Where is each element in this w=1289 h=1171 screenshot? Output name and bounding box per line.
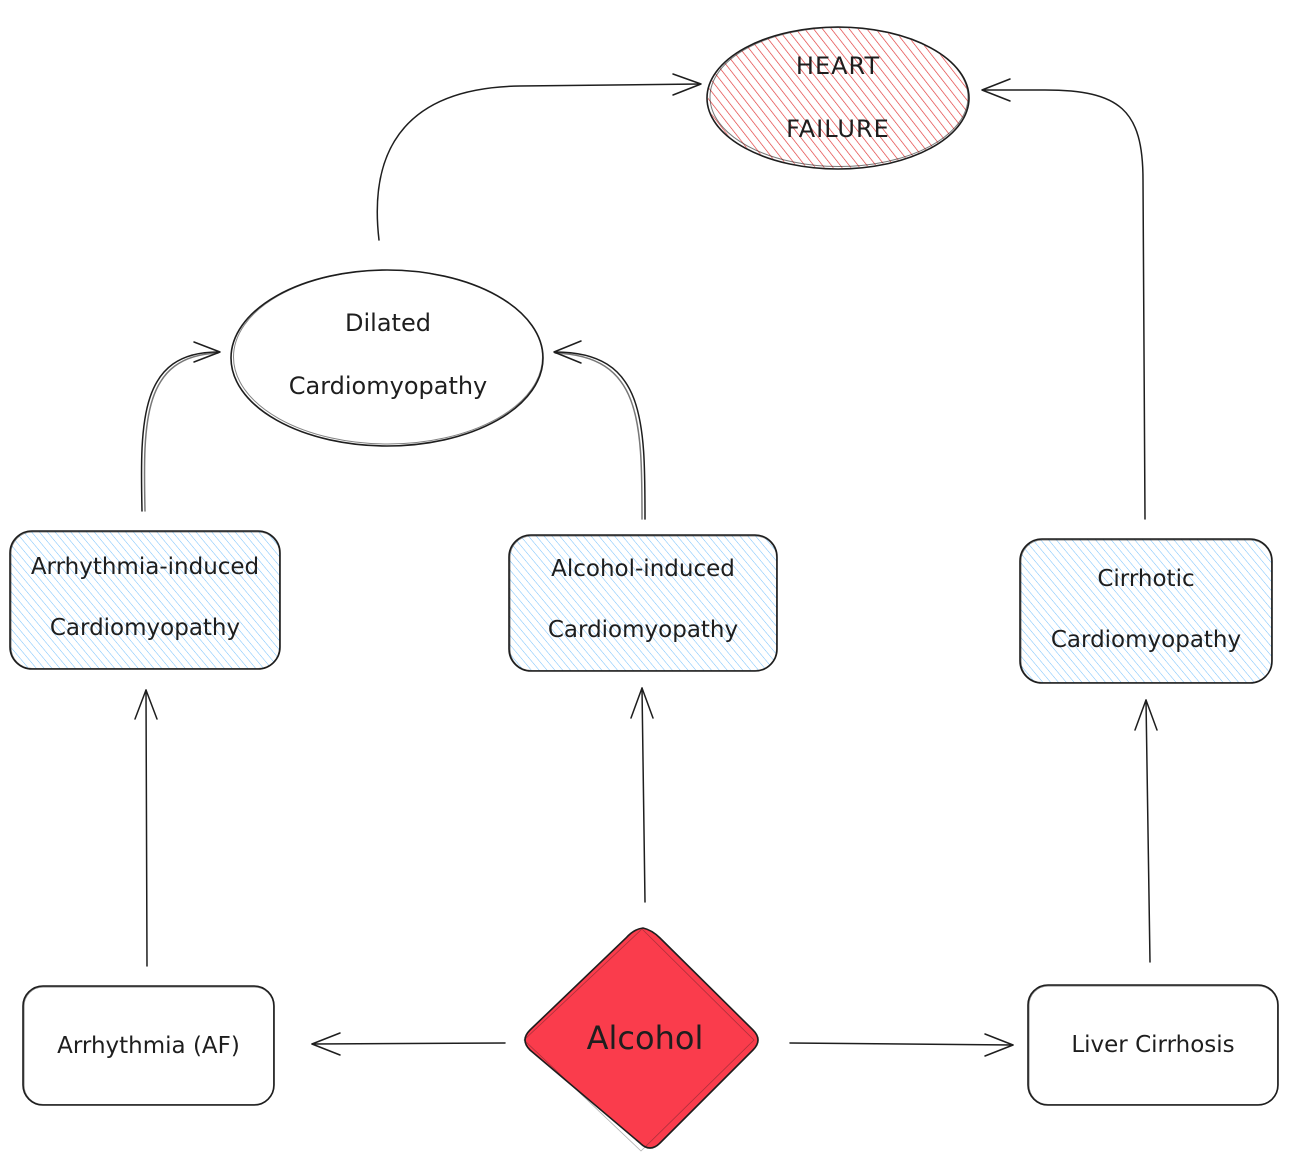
dilated-line2: Cardiomyopathy — [288, 371, 488, 400]
edge-dilated-to-heart-failure[interactable] — [376, 73, 702, 241]
arrhythmia-induced-hatch-fill — [10, 531, 280, 669]
edge-line — [311, 1042, 506, 1045]
arrhythmia-af-label: Arrhythmia (AF) — [57, 1032, 240, 1059]
edge-line-sketch — [554, 352, 643, 520]
edge-line — [140, 351, 219, 512]
edge-line — [789, 1042, 1014, 1046]
heart-failure-line2: FAILURE — [786, 114, 890, 143]
edge-liver-cirrhosis-to-cirrhotic[interactable] — [1134, 699, 1158, 963]
heart-failure-line1: HEART — [795, 51, 881, 80]
arrowhead-icon — [630, 687, 654, 719]
alcohol-induced-line2: Cardiomyopathy — [547, 617, 739, 644]
arrowhead-icon — [984, 1033, 1014, 1057]
edge-alcohol-to-arrhythmia-af[interactable] — [311, 1032, 506, 1056]
cirrhotic-line1: Cirrhotic — [1097, 566, 1195, 593]
arrhythmia-induced-node[interactable] — [9, 530, 281, 670]
alcohol-diamond-sketch — [523, 928, 755, 1152]
arrowhead-icon — [981, 78, 1011, 102]
liver-cirrhosis-label: Liver Cirrhosis — [1071, 1031, 1235, 1058]
edge-line — [641, 687, 646, 903]
arrhythmia-af-node[interactable] — [22, 985, 275, 1106]
edge-line — [982, 89, 1146, 520]
edge-alcohol-induced-to-dilated[interactable] — [553, 340, 646, 520]
edge-line — [1145, 699, 1151, 963]
alcohol-induced-outline-sketch — [509, 535, 777, 671]
cirrhotic-outline-sketch — [1020, 539, 1272, 683]
dilated-cardiomyopathy-node[interactable] — [230, 269, 544, 447]
cirrhotic-line2: Cardiomyopathy — [1050, 627, 1242, 654]
arrhythmia-induced-line2: Cardiomyopathy — [49, 615, 241, 642]
cirrhotic-node[interactable] — [1019, 538, 1273, 684]
alcohol-node[interactable] — [523, 927, 759, 1152]
cirrhotic-label: Cirrhotic Cardiomyopathy — [1022, 560, 1270, 660]
arrowhead-icon — [1134, 699, 1158, 731]
alcohol-induced-hatch-fill — [509, 535, 777, 671]
arrowhead-icon — [672, 73, 702, 96]
arrhythmia-af-outline-sketch — [23, 986, 274, 1105]
edge-arrhythmia-induced-to-dilated[interactable] — [140, 341, 221, 512]
alcohol-induced-label: Alcohol-induced Cardiomyopathy — [511, 550, 775, 650]
edge-line — [376, 83, 701, 241]
liver-cirrhosis-node[interactable] — [1027, 984, 1279, 1106]
alcohol-diamond-shape — [524, 927, 759, 1149]
arrowhead-icon — [134, 689, 158, 720]
heart-failure-hatch-fill — [708, 28, 968, 168]
dilated-cardiomyopathy-label: Dilated Cardiomyopathy — [240, 305, 536, 405]
arrowhead-icon — [553, 340, 582, 364]
heart-failure-outline-sketch — [709, 27, 969, 167]
arrhythmia-induced-line1: Arrhythmia-induced — [30, 554, 260, 581]
edge-cirrhotic-to-heart-failure[interactable] — [981, 78, 1146, 520]
alcohol-induced-node[interactable] — [508, 534, 778, 672]
edge-line-sketch — [143, 352, 219, 512]
alcohol-label: Alcohol — [586, 1018, 704, 1057]
liver-cirrhosis-outline-sketch — [1028, 985, 1278, 1105]
heart-failure-label: HEART FAILURE — [718, 48, 958, 148]
arrowhead-icon — [311, 1032, 341, 1056]
arrowhead-icon — [193, 341, 221, 363]
edge-arrhythmia-af-to-arrhythmia-induced[interactable] — [134, 689, 158, 967]
dilated-outline-sketch — [233, 269, 543, 445]
arrhythmia-induced-label: Arrhythmia-induced Cardiomyopathy — [12, 548, 278, 648]
alcohol-induced-line1: Alcohol-induced — [551, 556, 735, 583]
cirrhotic-hatch-fill — [1020, 539, 1272, 683]
dilated-line1: Dilated — [345, 308, 431, 337]
edge-line — [145, 689, 148, 967]
heart-failure-node[interactable] — [706, 26, 970, 170]
edge-alcohol-to-liver-cirrhosis[interactable] — [789, 1033, 1014, 1057]
edge-line — [554, 351, 646, 520]
heart-failure-outline — [706, 26, 970, 170]
arrhythmia-induced-outline-sketch — [10, 531, 280, 669]
edge-alcohol-to-alcohol-induced[interactable] — [630, 687, 654, 903]
